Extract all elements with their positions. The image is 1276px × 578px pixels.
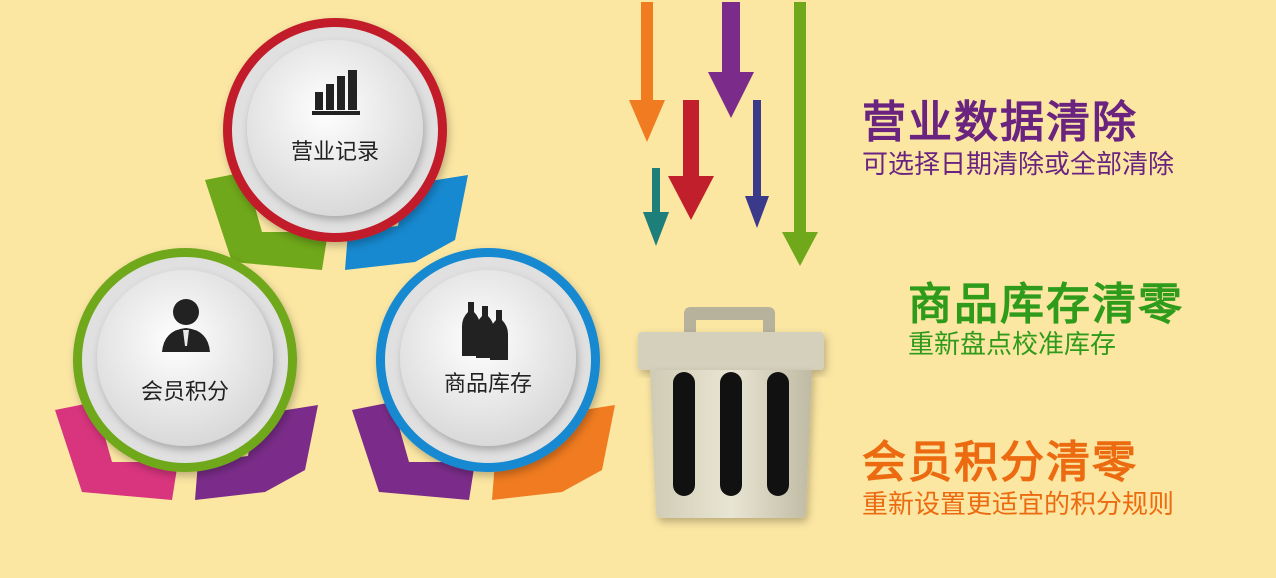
- section-title-inventory: 商品库存清零: [908, 279, 1184, 330]
- person-icon: [162, 299, 210, 352]
- trash-slot: [673, 372, 695, 496]
- trash-slot: [767, 372, 789, 496]
- arrow-red: [668, 100, 714, 220]
- ribbon-right-purple: [195, 405, 318, 500]
- bar-chart-icon: [312, 70, 360, 115]
- arrow-purple: [708, 2, 754, 118]
- section-title-sales: 营业数据清除: [862, 97, 1138, 148]
- ribbon-right-blue: [345, 175, 468, 270]
- section-subtitle-sales: 可选择日期清除或全部清除: [862, 150, 1175, 180]
- arrow-green: [782, 2, 818, 266]
- circle-label-member: 会员积分: [140, 380, 229, 405]
- section-subtitle-member: 重新设置更适宜的积分规则: [862, 490, 1175, 520]
- circle-face: [97, 270, 273, 446]
- arrow-dark-blue: [745, 100, 769, 228]
- bottles-icon: [462, 302, 508, 360]
- circle-sales: [205, 18, 468, 270]
- circle-inventory: [352, 248, 615, 500]
- trash-can-icon: [638, 307, 824, 518]
- arrow-orange: [629, 2, 665, 142]
- section-title-member: 会员积分清零: [862, 437, 1138, 488]
- ribbon-left-green: [205, 172, 328, 270]
- ribbon-right-orange: [492, 405, 615, 500]
- arrow-teal: [643, 168, 669, 246]
- circle-member: [55, 248, 318, 500]
- circle-face: [247, 40, 423, 216]
- circle-label-inventory: 商品库存: [443, 372, 532, 397]
- circle-label-sales: 营业记录: [290, 140, 379, 165]
- arrows-group: [629, 2, 818, 266]
- section-subtitle-inventory: 重新盘点校准库存: [908, 330, 1117, 360]
- ribbon-left-magenta: [55, 402, 178, 500]
- trash-slot: [720, 372, 742, 496]
- trash-handle: [684, 307, 775, 334]
- trash-lid: [638, 332, 824, 370]
- ribbon-left-purple: [352, 402, 475, 500]
